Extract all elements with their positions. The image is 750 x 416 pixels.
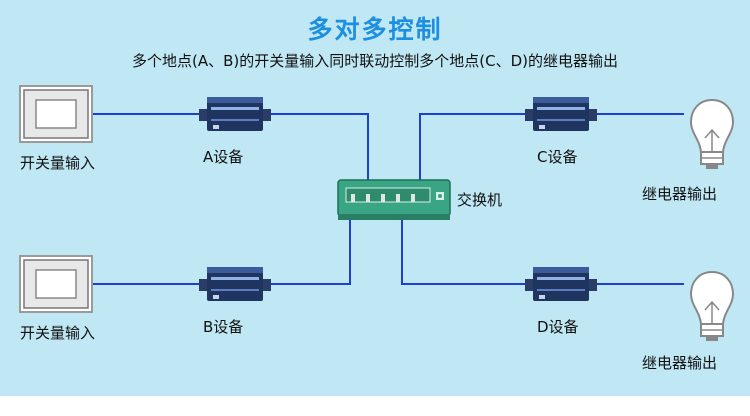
- switch-label: 交换机: [457, 191, 503, 209]
- light-bulb-icon: [689, 98, 735, 169]
- device-a-icon: [199, 97, 271, 131]
- cable-d: [401, 218, 527, 285]
- device-label: A设备: [203, 148, 244, 166]
- device-b-icon: [199, 267, 271, 301]
- cable-c: [419, 113, 527, 192]
- network-switch-icon: [337, 179, 451, 220]
- diagram-subtitle: 多个地点(A、B)的开关量输入同时联动控制多个地点(C、D)的继电器输出: [132, 52, 618, 70]
- input-label: 开关量输入: [20, 324, 96, 342]
- light-bulb-icon: [689, 270, 735, 341]
- cable-a: [263, 113, 369, 192]
- input-label: 开关量输入: [20, 154, 96, 172]
- device-c-icon: [525, 97, 597, 131]
- device-label: D设备: [537, 318, 579, 336]
- device-label: B设备: [203, 318, 244, 336]
- cable-b: [263, 218, 351, 285]
- device-d-icon: [525, 267, 597, 301]
- output-label: 继电器输出: [642, 185, 718, 203]
- wall-switch-icon: [19, 85, 93, 143]
- wall-switch-icon: [19, 255, 93, 313]
- output-label: 继电器输出: [642, 354, 718, 372]
- device-label: C设备: [537, 148, 578, 166]
- diagram-title: 多对多控制: [307, 15, 443, 44]
